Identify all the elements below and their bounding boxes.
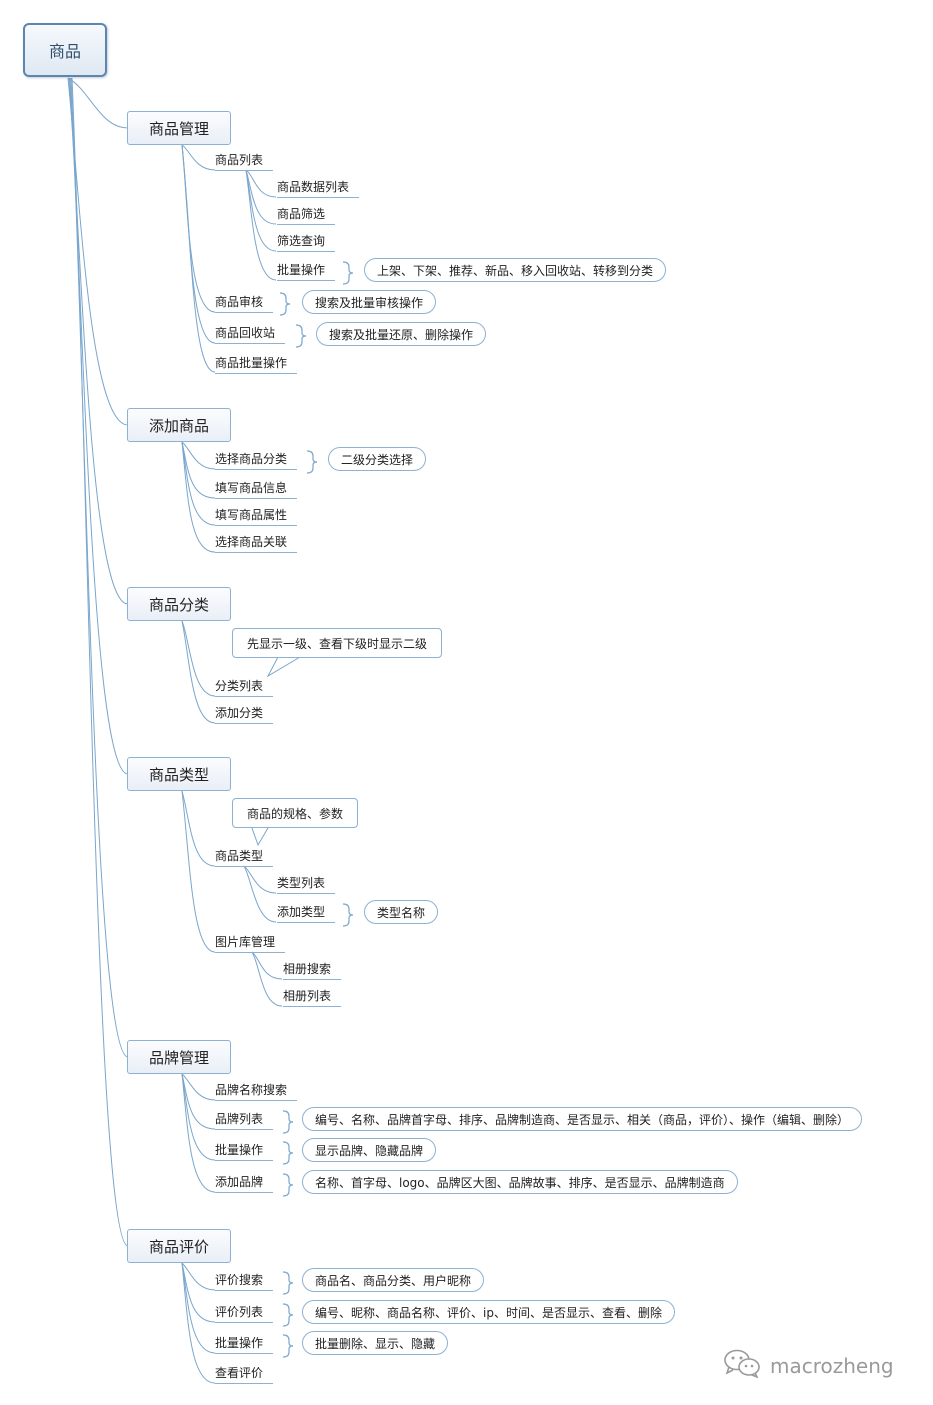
detail-choose-category: 二级分类选择 bbox=[328, 447, 427, 471]
node-filter-query[interactable]: 筛选查询 bbox=[277, 234, 336, 252]
node-fill-attributes[interactable]: 填写商品属性 bbox=[215, 508, 298, 526]
node-batch-operation[interactable]: 批量操作 bbox=[277, 263, 336, 281]
node-brand-list[interactable]: 品牌列表 bbox=[215, 1112, 274, 1130]
detail-product-audit: 搜索及批量审核操作 bbox=[302, 290, 437, 314]
node-type-list[interactable]: 类型列表 bbox=[277, 876, 336, 894]
watermark: macrozheng bbox=[722, 1348, 894, 1383]
note-category-display: 先显示一级、查看下级时显示二级 bbox=[232, 628, 443, 658]
detail-brand-batch: 显示品牌、隐藏品牌 bbox=[302, 1138, 437, 1162]
detail-add-brand: 名称、首字母、logo、品牌区大图、品牌故事、排序、是否显示、品牌制造商 bbox=[302, 1170, 738, 1194]
node-choose-category[interactable]: 选择商品分类 bbox=[215, 452, 298, 470]
node-album-list[interactable]: 相册列表 bbox=[283, 989, 342, 1007]
node-brand-batch[interactable]: 批量操作 bbox=[215, 1143, 274, 1161]
detail-review-list: 编号、昵称、商品名称、评价、ip、时间、是否显示、查看、删除 bbox=[302, 1300, 675, 1324]
wechat-icon bbox=[722, 1348, 762, 1383]
detail-recycle-bin: 搜索及批量还原、删除操作 bbox=[316, 322, 487, 346]
node-product-type[interactable]: 商品类型 bbox=[215, 849, 274, 867]
node-add-type[interactable]: 添加类型 bbox=[277, 905, 336, 923]
node-review-list[interactable]: 评价列表 bbox=[215, 1305, 274, 1323]
node-fill-info[interactable]: 填写商品信息 bbox=[215, 481, 298, 499]
note-type-spec: 商品的规格、参数 bbox=[232, 798, 359, 828]
detail-review-batch: 批量删除、显示、隐藏 bbox=[302, 1331, 449, 1355]
section-brand-management[interactable]: 品牌管理 bbox=[127, 1040, 231, 1074]
node-brand-search[interactable]: 品牌名称搜索 bbox=[215, 1083, 298, 1101]
watermark-text: macrozheng bbox=[770, 1353, 894, 1378]
section-add-product[interactable]: 添加商品 bbox=[127, 408, 231, 442]
detail-batch-operation: 上架、下架、推荐、新品、移入回收站、转移到分类 bbox=[364, 258, 667, 282]
node-view-review[interactable]: 查看评价 bbox=[215, 1366, 274, 1384]
section-product-management[interactable]: 商品管理 bbox=[127, 111, 231, 145]
detail-brand-list: 编号、名称、品牌首字母、排序、品牌制造商、是否显示、相关（商品，评价）、操作（编… bbox=[302, 1107, 863, 1131]
node-product-audit[interactable]: 商品审核 bbox=[215, 295, 274, 313]
node-review-search[interactable]: 评价搜索 bbox=[215, 1273, 274, 1291]
node-product-list[interactable]: 商品列表 bbox=[215, 153, 274, 171]
node-add-brand[interactable]: 添加品牌 bbox=[215, 1175, 274, 1193]
section-product-type[interactable]: 商品类型 bbox=[127, 757, 231, 791]
node-product-batch-ops[interactable]: 商品批量操作 bbox=[215, 356, 298, 374]
detail-add-type: 类型名称 bbox=[364, 900, 439, 924]
node-category-list[interactable]: 分类列表 bbox=[215, 679, 274, 697]
root-node[interactable]: 商品 bbox=[23, 23, 107, 77]
node-add-category[interactable]: 添加分类 bbox=[215, 706, 274, 724]
node-recycle-bin[interactable]: 商品回收站 bbox=[215, 326, 286, 344]
node-choose-relations[interactable]: 选择商品关联 bbox=[215, 535, 298, 553]
node-product-data-list[interactable]: 商品数据列表 bbox=[277, 180, 360, 198]
section-product-review[interactable]: 商品评价 bbox=[127, 1229, 231, 1263]
node-product-filter[interactable]: 商品筛选 bbox=[277, 207, 336, 225]
detail-review-search: 商品名、商品分类、用户昵称 bbox=[302, 1268, 485, 1292]
section-product-category[interactable]: 商品分类 bbox=[127, 587, 231, 621]
node-album-search[interactable]: 相册搜索 bbox=[283, 962, 342, 980]
node-gallery-management[interactable]: 图片库管理 bbox=[215, 935, 286, 953]
node-review-batch[interactable]: 批量操作 bbox=[215, 1336, 274, 1354]
